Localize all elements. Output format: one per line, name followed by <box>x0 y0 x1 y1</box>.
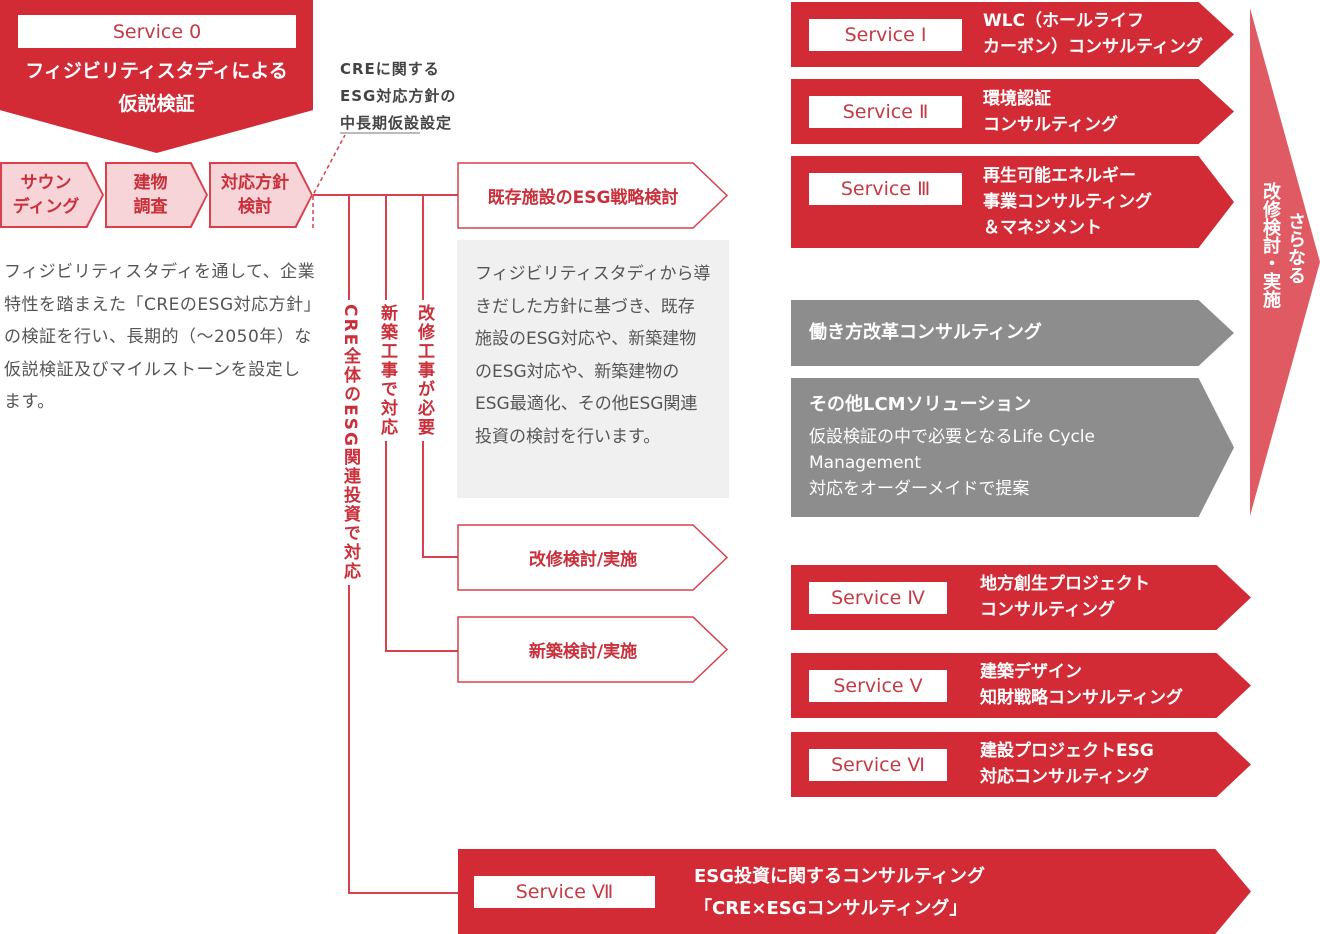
left-paragraph: フィジビリティスタディを通して、企業特性を踏まえた「CREのESG対応方針」の検… <box>4 262 316 412</box>
branch-renovation-label: 改修工事が必要 <box>412 300 437 441</box>
further-label-2: 改修検討・実施 <box>1260 182 1281 308</box>
step-building-survey: 建物 調査 <box>105 162 208 228</box>
renovation-connector <box>422 556 458 558</box>
further-label: さらなる <box>1285 212 1306 284</box>
step-policy: 対応方針 検討 <box>209 162 313 228</box>
workstyle-consulting: 働き方改革コンサルティング <box>791 300 1234 366</box>
new-connector <box>385 650 458 652</box>
service-7: Service Ⅶ ESG投資に関するコンサルティング 「CRE×ESGコンサル… <box>458 849 1251 934</box>
branch-all-label: CRE全体のESG関連投資で対応 <box>338 300 363 585</box>
existing-strategy-box: 既存施設のESG戦略検討 <box>457 162 729 229</box>
service-4: Service Ⅳ 地方創生プロジェクト コンサルティング <box>791 565 1251 630</box>
service-1: Service Ⅰ WLC（ホールライフ カーボン）コンサルティング <box>791 2 1234 67</box>
service0-label: Service 0 <box>18 15 296 48</box>
service-3: Service Ⅲ 再生可能エネルギー 事業コンサルティング ＆マネジメント <box>791 156 1234 248</box>
service0-block: Service 0 フィジビリティスタディによる 仮説検証 <box>0 0 313 153</box>
service-6: Service Ⅵ 建設プロジェクトESG 対応コンサルティング <box>791 732 1251 797</box>
service-5: Service Ⅴ 建築デザイン 知財戦略コンサルティング <box>791 653 1251 718</box>
branch-new-label: 新築工事で対応 <box>375 300 400 441</box>
lcm-solution: その他LCMソリューション 仮設検証の中で必要となるLife Cycle Man… <box>791 378 1234 517</box>
new-build-box: 新築検討/実施 <box>457 616 729 683</box>
service0-subtitle: 仮説検証 <box>118 93 195 115</box>
main-connector <box>313 194 458 196</box>
service-2: Service Ⅱ 環境認証 コンサルティング <box>791 79 1234 144</box>
dashed-connector <box>312 134 346 228</box>
grey-note: フィジビリティスタディから導きだした方針に基づき、既存施設のESG対応や、新築建… <box>457 240 729 498</box>
cre-note: CREに関する ESG対応方針の 中長期仮設設定 <box>340 60 457 134</box>
step-sounding: サウン ディング <box>0 162 104 228</box>
renovation-box: 改修検討/実施 <box>457 524 729 591</box>
all-connector <box>348 892 458 894</box>
service0-title: フィジビリティスタディによる <box>25 60 288 82</box>
